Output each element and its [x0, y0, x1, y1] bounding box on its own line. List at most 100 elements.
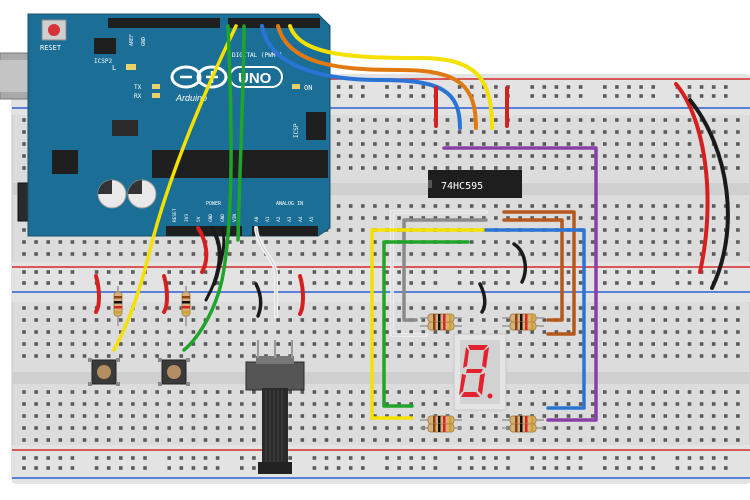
hole — [675, 270, 680, 274]
hole — [651, 281, 655, 285]
hole — [663, 330, 668, 334]
on-led — [292, 84, 300, 89]
hole — [119, 252, 123, 256]
hole — [348, 426, 353, 430]
hole — [373, 118, 377, 122]
hole — [603, 216, 607, 220]
hole — [675, 252, 680, 256]
hole — [663, 390, 668, 394]
hole — [397, 466, 401, 470]
hole — [554, 204, 559, 208]
hole — [348, 166, 353, 170]
hole — [469, 130, 474, 134]
pushbutton-2[interactable] — [158, 358, 190, 386]
hole — [494, 252, 498, 256]
hole — [675, 318, 680, 322]
hole — [300, 438, 305, 442]
pushbutton-1[interactable] — [88, 358, 120, 386]
hole — [445, 330, 450, 334]
hole — [167, 270, 171, 274]
hole — [615, 118, 619, 122]
reset-button-cap[interactable] — [48, 24, 60, 36]
hole — [615, 318, 619, 322]
hole — [373, 130, 377, 134]
hole — [409, 94, 413, 98]
hole — [215, 330, 220, 334]
hole — [482, 414, 486, 418]
hole — [336, 94, 341, 98]
hole — [639, 306, 643, 310]
hole — [736, 166, 740, 170]
hole — [203, 402, 208, 406]
hole — [711, 228, 716, 232]
hole — [361, 154, 365, 158]
hole — [554, 270, 559, 274]
hole — [252, 456, 256, 460]
hole — [119, 318, 123, 322]
hole — [566, 438, 571, 442]
hole — [603, 306, 607, 310]
hole — [58, 252, 63, 256]
hole — [373, 402, 377, 406]
hole — [421, 306, 426, 310]
hole — [433, 252, 438, 256]
hole — [34, 414, 38, 418]
hole — [530, 438, 534, 442]
hole — [627, 390, 631, 394]
hole — [699, 456, 704, 460]
hole — [312, 354, 317, 358]
hole — [131, 426, 135, 430]
hole — [409, 118, 413, 122]
hole — [252, 354, 256, 358]
hole — [554, 252, 559, 256]
hole — [433, 306, 438, 310]
hole — [506, 456, 510, 460]
hole — [300, 354, 305, 358]
hole — [651, 252, 655, 256]
hole — [336, 330, 341, 334]
hole — [227, 240, 232, 244]
hole — [615, 426, 619, 430]
hole — [421, 154, 426, 158]
hole — [506, 252, 510, 256]
hole — [22, 252, 26, 256]
hole — [191, 426, 196, 430]
hole — [530, 154, 534, 158]
hole — [70, 240, 75, 244]
hole — [324, 466, 329, 470]
wire-red-pot — [298, 274, 305, 316]
hole — [191, 354, 196, 358]
hole — [348, 216, 353, 220]
hole — [336, 281, 341, 285]
hole — [506, 306, 510, 310]
hole — [457, 204, 462, 208]
resistor — [420, 415, 462, 425]
hole — [385, 456, 389, 460]
hole — [203, 330, 208, 334]
hole — [578, 166, 583, 170]
hole — [724, 216, 728, 220]
hole — [736, 306, 740, 310]
hole — [663, 228, 668, 232]
hole — [506, 330, 510, 334]
hole — [433, 281, 438, 285]
hole — [578, 390, 583, 394]
aref-label: AREF — [129, 34, 135, 46]
hole — [409, 466, 413, 470]
hole — [336, 466, 341, 470]
hole — [506, 142, 510, 146]
hole — [506, 466, 510, 470]
hole — [711, 342, 716, 346]
hole — [578, 456, 583, 460]
hole — [373, 318, 377, 322]
hole — [385, 154, 389, 158]
hole — [494, 154, 498, 158]
resistor — [181, 286, 191, 326]
hole — [373, 240, 377, 244]
hole — [336, 216, 341, 220]
hole — [603, 240, 607, 244]
potentiometer[interactable] — [245, 340, 305, 474]
resistor — [502, 313, 544, 323]
hole — [409, 354, 413, 358]
hole — [252, 318, 256, 322]
